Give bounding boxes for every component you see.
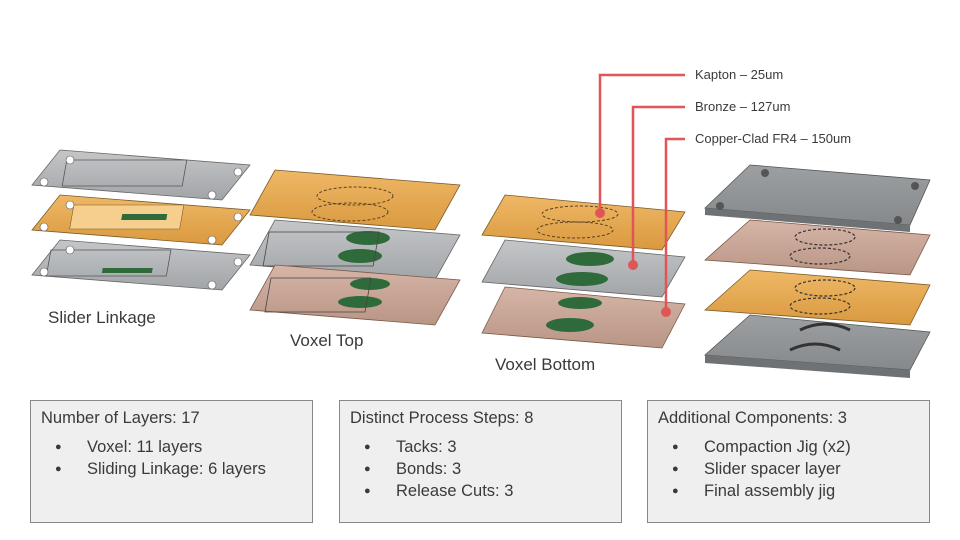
- jig-plate-fr4: [704, 219, 931, 276]
- list-item: Compaction Jig (x2): [658, 436, 919, 458]
- list-item: Bonds: 3: [350, 458, 611, 480]
- jig-plate-top: [704, 164, 931, 232]
- voxel-top-layer-bronze: [249, 219, 461, 281]
- list-item: Tacks: 3: [350, 436, 611, 458]
- callout-line-fr4: [664, 137, 685, 312]
- voxel-bottom-stack: [481, 194, 686, 349]
- voxel-top-layer-kapton: [249, 169, 461, 231]
- slider-layer-bronze-top: [31, 149, 251, 201]
- info-box-components: Additional Components: 3 Compaction Jig …: [647, 400, 930, 523]
- label-slider-linkage: Slider Linkage: [48, 308, 156, 327]
- jig-plate-bottom: [704, 314, 931, 378]
- material-callouts: [595, 73, 685, 317]
- callout-dot-kapton: [595, 208, 605, 218]
- list-item: Slider spacer layer: [658, 458, 919, 480]
- slider-linkage-stack: [31, 149, 251, 291]
- slider-layer-bronze-bottom: [31, 239, 251, 291]
- list-item: Final assembly jig: [658, 480, 919, 502]
- box-title: Distinct Process Steps: 8: [350, 409, 534, 427]
- list-item: Voxel: 11 layers: [41, 436, 302, 458]
- material-label-kapton: Kapton – 25um: [695, 67, 784, 82]
- voxel-bottom-layer-fr4: [481, 286, 686, 349]
- box-title: Additional Components: 3: [658, 409, 847, 427]
- callout-line-bronze: [631, 105, 685, 265]
- jig-plate-kapton: [704, 269, 931, 326]
- label-voxel-bottom: Voxel Bottom: [495, 355, 596, 374]
- info-box-process-steps: Distinct Process Steps: 8 Tacks: 3 Bonds…: [339, 400, 622, 523]
- callout-line-kapton: [598, 73, 685, 213]
- voxel-top-layer-fr4: [249, 264, 461, 326]
- slider-layer-kapton: [31, 194, 251, 246]
- callout-dot-bronze: [628, 260, 638, 270]
- material-label-fr4: Copper-Clad FR4 – 150um: [695, 131, 852, 146]
- label-voxel-top: Voxel Top: [290, 331, 364, 350]
- box-title: Number of Layers: 17: [41, 409, 200, 427]
- callout-dot-fr4: [661, 307, 671, 317]
- list-item: Sliding Linkage: 6 layers: [41, 458, 302, 480]
- list-item: Release Cuts: 3: [350, 480, 611, 502]
- voxel-top-stack: [249, 169, 461, 326]
- material-label-bronze: Bronze – 127um: [695, 99, 791, 114]
- info-box-layers: Number of Layers: 17 Voxel: 11 layers Sl…: [30, 400, 313, 523]
- jig-stack: [704, 164, 931, 378]
